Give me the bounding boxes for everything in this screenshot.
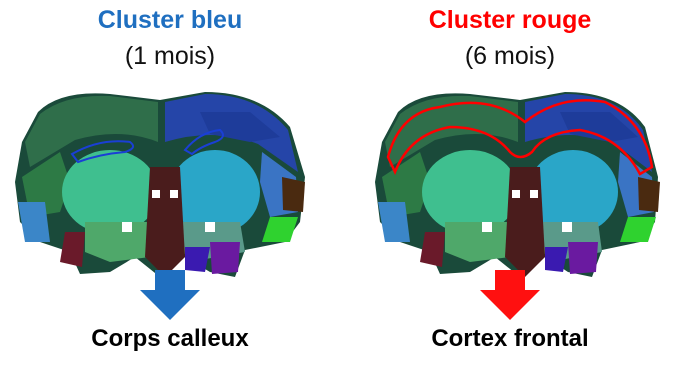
down-arrow-icon [480, 270, 540, 320]
down-arrow-icon [140, 270, 200, 320]
panel-title: Cluster rouge [340, 6, 680, 35]
panel-subtitle: (6 mois) [340, 42, 680, 71]
brain-section-image [340, 82, 680, 282]
panel-title: Cluster bleu [0, 6, 340, 35]
brain-section-image [0, 82, 340, 282]
panel-cluster-rouge: Cluster rouge (6 mois) [340, 0, 680, 365]
panel-cluster-bleu: Cluster bleu (1 mois) [0, 0, 340, 365]
panel-caption: Corps calleux [0, 325, 340, 353]
panel-caption: Cortex frontal [340, 325, 680, 353]
panel-subtitle: (1 mois) [0, 42, 340, 71]
